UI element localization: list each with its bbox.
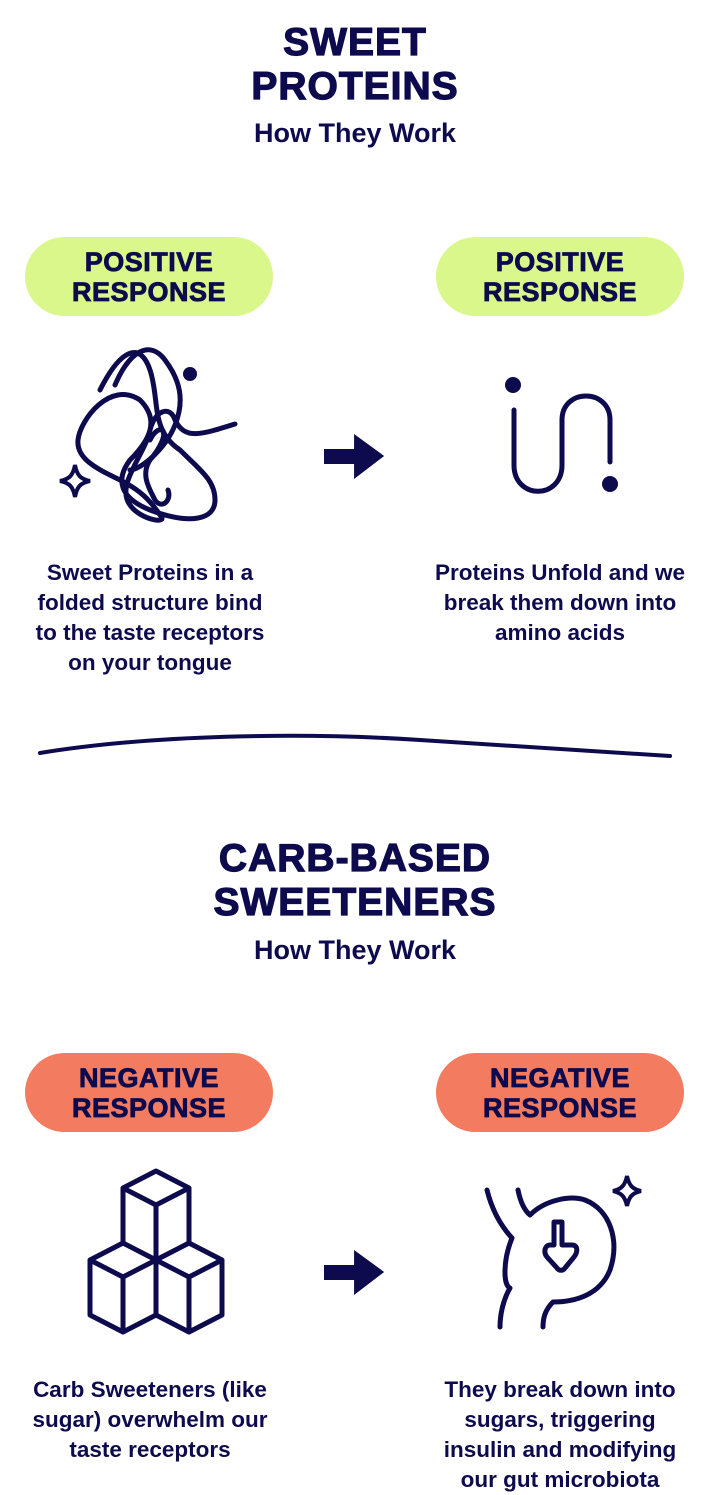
badge-line1: POSITIVE [84,246,214,277]
positive-response-badge: POSITIVE RESPONSE [25,237,273,316]
section2-left-caption: Carb Sweeteners (like sugar) overwhelm o… [0,1375,300,1465]
arrow-right-icon [324,1250,385,1295]
caption-line: Sweet Proteins in a [46,560,254,585]
positive-response-badge: POSITIVE RESPONSE [436,237,684,316]
negative-response-badge: NEGATIVE RESPONSE [436,1053,684,1132]
sugar-cubes-icon [87,1168,225,1335]
section1-right-caption: Proteins Unfold and we break them down i… [410,558,710,648]
badge-line1: NEGATIVE [78,1062,219,1093]
caption-line: break them down into [443,590,677,615]
caption-line: sugars, triggering [464,1407,656,1432]
section1-left-caption: Sweet Proteins in a folded structure bin… [0,558,300,678]
section1-title-line1: SWEET [283,20,427,64]
folded-protein-icon [59,347,238,523]
badge-line2: RESPONSE [482,276,638,307]
caption-line: sugar) overwhelm our [32,1407,268,1432]
caption-line: to the taste receptors [35,620,265,645]
section2-right-caption: They break down into sugars, triggering … [410,1375,710,1495]
caption-line: folded structure bind [37,590,263,615]
caption-line: our gut microbiota [460,1467,660,1492]
section2-subtitle: How They Work [253,935,457,965]
caption-line: insulin and modifying [443,1437,677,1462]
stomach-icon [484,1175,642,1330]
section-divider [38,733,672,758]
caption-line: Carb Sweeteners (like [33,1377,267,1402]
section2-title-line2: SWEETENERS [213,880,497,924]
section2-title-line1: CARB-BASED [218,836,492,880]
section1-title-line2: PROTEINS [251,64,459,108]
caption-line: Proteins Unfold and we [434,560,686,585]
arrow-right-icon [324,434,385,479]
badge-line2: RESPONSE [71,276,227,307]
negative-response-badge: NEGATIVE RESPONSE [25,1053,273,1132]
badge-line1: NEGATIVE [489,1062,630,1093]
caption-line: amino acids [494,620,626,645]
caption-line: taste receptors [69,1437,231,1462]
badge-line2: RESPONSE [482,1092,638,1123]
unfolded-protein-icon [505,377,618,494]
caption-line: They break down into [444,1377,676,1402]
section1-subtitle: How They Work [253,118,457,148]
badge-line1: POSITIVE [495,246,625,277]
badge-line2: RESPONSE [71,1092,227,1123]
caption-line: on your tongue [68,650,232,675]
